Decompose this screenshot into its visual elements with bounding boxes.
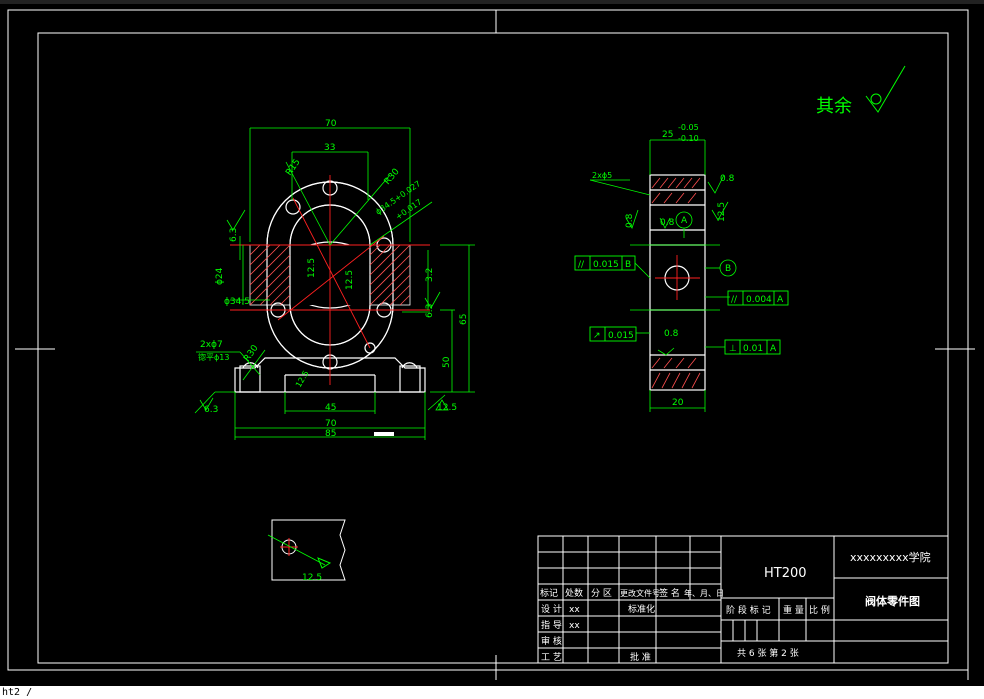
tol2-val: 0.004 [746,295,772,305]
roughness-note: 其余 [816,65,906,117]
header-sign: 签 名 [659,587,680,599]
dim-65: 65 [459,314,469,325]
tol1-sym: // [578,260,585,270]
dim-85: 85 [325,429,336,439]
sheet-frame [7,9,975,680]
roughness-08d: 0.8 [664,329,679,339]
dim-50: 50 [442,356,452,368]
dim-holes: 2xϕ7 [200,340,223,350]
standard-label: 标准化 [628,603,655,615]
scale-label: 比 例 [809,604,830,616]
guide-value: xx [569,621,580,631]
dim-24: ϕ24 [215,267,225,285]
roughness-08b: 0.8 [625,213,635,228]
header-count: 处数 [565,587,583,599]
review-label: 审 核 [541,635,562,647]
tol4-sym: ⊥ [729,344,737,354]
tol3-sym: ↗ [593,331,601,341]
part-name-text: 阀体零件图 [865,594,920,608]
holes-note: 2xϕ5 [592,171,612,180]
header-zone: 分 区 [591,588,612,599]
dim-45: 45 [325,403,336,413]
datum-a: A [681,216,688,226]
dim-70-bot: 70 [325,419,337,429]
material-text: HT200 [764,566,807,581]
approve-label: 批 准 [630,651,651,663]
dim-12-5b: 12.5 [345,270,355,290]
stage-label: 阶 段 标 记 [726,604,771,616]
sheet-info: 共 6 张 第 2 张 [737,647,799,659]
dim-6-3: 6.3 [229,228,239,242]
roughness-note-text: 其余 [816,96,852,117]
design-label: 设 计 [541,603,562,615]
roughness-12-5: 12.5 [717,202,727,222]
header-change-doc: 更改文件号 [620,588,660,598]
tol1-val: 0.015 [593,260,619,270]
dim-12-5a: 12.5 [307,258,317,278]
dim-12-5c: 12.5 [437,403,457,413]
header-date: 年、月、日 [684,588,724,598]
detail-view: 12.5 [267,519,346,583]
dim-25: 25 [662,130,673,140]
detail-roughness: 12.5 [302,573,322,583]
tol2-ref: A [777,295,784,305]
title-block: HT200 xxxxxxxxx学院 阀体零件图 标记 处数 分 区 更改文件号 … [537,535,949,664]
tol1-ref: B [625,260,631,270]
dim-tol-upper: -0.05 [678,123,699,132]
tol4-val: 0.01 [743,344,763,354]
tol4-ref: A [770,344,777,354]
header-mark: 标记 [540,587,558,599]
dim-tol-lower: -0.10 [678,134,699,143]
dim-holes-sub: 锪平ϕ13 [198,352,229,362]
guide-label: 指 导 [541,619,562,631]
school-text: xxxxxxxxx学院 [850,550,931,564]
tol3-val: 0.015 [608,331,634,341]
dim-6-3c: 6.3 [204,405,218,415]
dim-3-2: 3.2 [425,268,435,282]
dim-70-top: 70 [325,119,337,129]
side-view: 25 -0.05 -0.10 2xϕ5 0.8 0.8 0.8 0.8 12.5… [574,123,789,412]
dim-6-3b: 6.3 [425,304,435,318]
roughness-08c: 0.8 [660,218,675,228]
dim-34-5: ϕ34.5 [224,297,250,307]
roughness-08a: 0.8 [720,174,735,184]
dim-33: 33 [324,143,335,153]
dim-20: 20 [672,398,684,408]
process-label: 工 艺 [541,652,562,663]
toolbar-strip [0,0,984,4]
weight-label: 重 量 [783,604,804,616]
command-line[interactable]: ht2 / [0,686,984,699]
tol2-sym: // [731,295,738,305]
datum-b: B [725,264,731,274]
design-value: xx [569,605,580,615]
